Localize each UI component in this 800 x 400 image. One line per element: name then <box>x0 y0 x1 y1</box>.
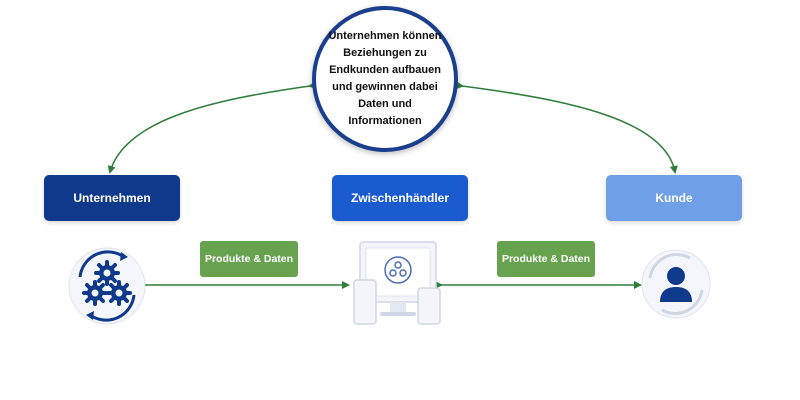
arrow-circle-kunde <box>455 81 678 174</box>
kunde-label: Kunde <box>655 191 693 205</box>
tag-products-data-right: Produkte & Daten <box>497 241 595 277</box>
tag-right-label: Produkte & Daten <box>501 253 591 265</box>
unternehmen-box: Unternehmen <box>44 175 180 221</box>
center-message-circle: Unternehmen können Beziehungen zu Endkun… <box>312 6 458 152</box>
arrow-circle-unternehmen <box>107 81 317 174</box>
zwischenhaendler-label: Zwischenhändler <box>350 191 450 205</box>
tag-products-data-left: Produkte & Daten <box>200 241 298 277</box>
devices-icon <box>352 240 444 328</box>
center-message-text: Unternehmen können Beziehungen zu Endkun… <box>328 30 442 127</box>
tag-left-label: Produkte & Daten <box>204 253 294 265</box>
person-icon <box>640 248 712 320</box>
kunde-box: Kunde <box>606 175 742 221</box>
unternehmen-label: Unternehmen <box>73 191 151 205</box>
gears-icon <box>64 243 150 329</box>
zwischenhaendler-box: Zwischenhändler <box>332 175 468 221</box>
